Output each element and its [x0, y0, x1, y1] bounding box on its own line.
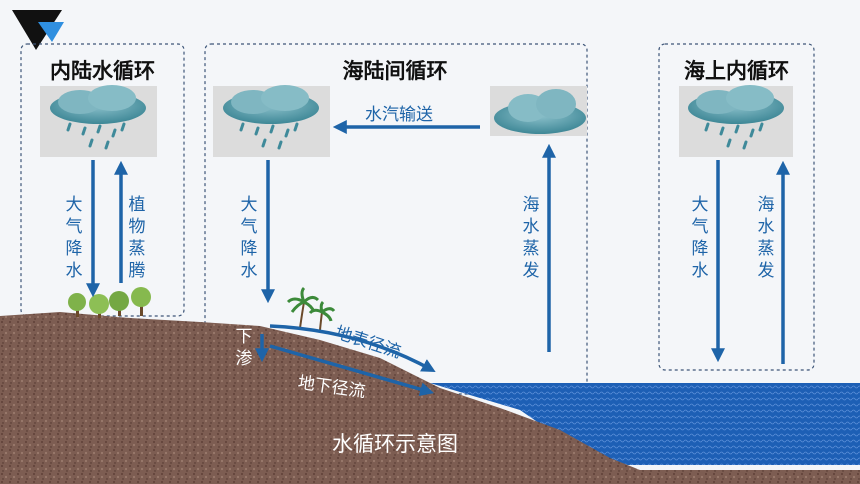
sea-land-cycle-box: [204, 43, 588, 395]
corner-logo: [12, 10, 64, 50]
ocean-precip-label: 大气降水: [691, 195, 709, 281]
infiltration-label: 下渗: [235, 327, 253, 369]
ocean-evaporation-label: 海水蒸发: [757, 195, 775, 281]
inland-precip-label: 大气降水: [65, 195, 83, 281]
cloud-rain-ocean: [679, 85, 793, 157]
ocean-cycle-box: [658, 43, 815, 371]
cloud-rain-inland: [40, 85, 157, 157]
sea-land-cycle-title: 海陆间循环: [342, 59, 448, 83]
trees-icon: [68, 287, 151, 318]
groundwater-runoff-arrow: [269, 344, 435, 397]
vapor-transport-label: 水汽输送: [365, 105, 433, 125]
diagram-caption: 水循环示意图: [332, 432, 458, 456]
sea-land-precip-label: 大气降水: [240, 195, 258, 281]
inland-transpiration-label: 植物蒸腾: [128, 195, 146, 281]
ocean-water: [430, 383, 860, 465]
surface-runoff-arrow: [269, 324, 436, 373]
inland-cycle-title: 内陆水循环: [50, 59, 155, 83]
sea-evaporation-label: 海水蒸发: [522, 195, 540, 281]
palm-trees-icon: [286, 286, 336, 331]
cloud-sea: [490, 86, 587, 136]
cloud-rain-sea-land: [213, 85, 330, 157]
flow-arrows: [86, 120, 790, 397]
ocean-cycle-title: 海上内循环: [684, 59, 789, 83]
land-soil: [0, 312, 860, 484]
